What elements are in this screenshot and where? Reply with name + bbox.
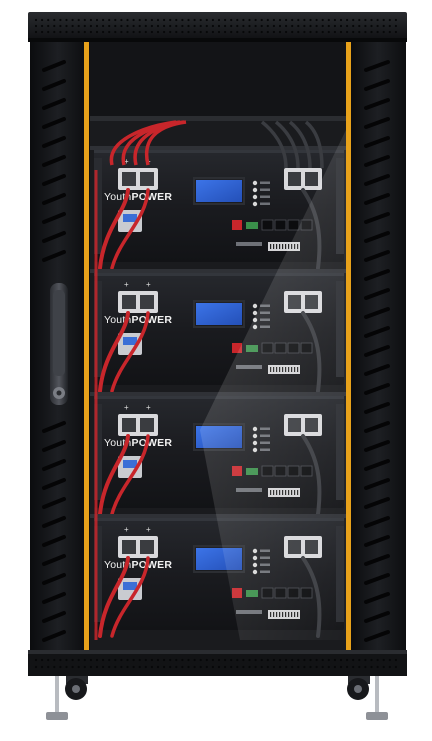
dip-switch[interactable] [232,343,242,353]
negative-terminal [284,168,322,190]
positive-terminal: ++ [118,157,158,190]
brand-label: YouthPOWER [104,437,172,449]
brand-label: YouthPOWER [104,314,172,326]
brand-label: YouthPOWER [104,191,172,203]
orange-trim-right [346,42,351,650]
breaker-switch[interactable] [118,456,142,478]
positive-terminal: ++ [118,280,158,313]
leveling-foot-left [46,676,68,720]
status-led [252,180,258,186]
orange-trim-left [84,42,89,650]
lcd-display [196,303,242,325]
breaker-switch[interactable] [118,333,142,355]
rj45-port[interactable] [261,219,274,231]
status-led [252,310,258,316]
lcd-display [196,180,242,202]
svg-text:+: + [146,403,151,412]
door-handle[interactable] [50,283,68,405]
cabinet-top [28,12,407,42]
battery-module: ++YouthPOWER [90,146,346,270]
leveling-foot-right [366,676,388,720]
svg-text:+: + [146,280,151,289]
svg-text:+: + [124,403,129,412]
status-led [252,187,258,193]
svg-text:+: + [124,280,129,289]
svg-text:+: + [146,525,151,534]
serial-label [268,242,300,251]
glass-reflection [200,130,346,640]
rj45-port[interactable] [274,219,287,231]
caster-wheel-right [347,676,370,700]
positive-terminal: ++ [118,525,158,558]
dip-switch[interactable] [232,220,242,230]
breaker-switch[interactable] [118,210,142,232]
positive-terminal: ++ [118,403,158,436]
status-led [252,303,258,309]
incoming-cables [94,120,324,640]
status-led [252,194,258,200]
svg-text:+: + [124,157,129,166]
rj45-port[interactable] [287,219,300,231]
door-frame-right [350,42,406,652]
breaker-switch[interactable] [118,578,142,600]
cabinet-base [28,650,407,676]
caster-wheel-left [65,676,88,700]
status-led [252,201,258,207]
svg-text:+: + [124,525,129,534]
brand-label: YouthPOWER [104,559,172,571]
dry-contact-connector [246,222,258,229]
